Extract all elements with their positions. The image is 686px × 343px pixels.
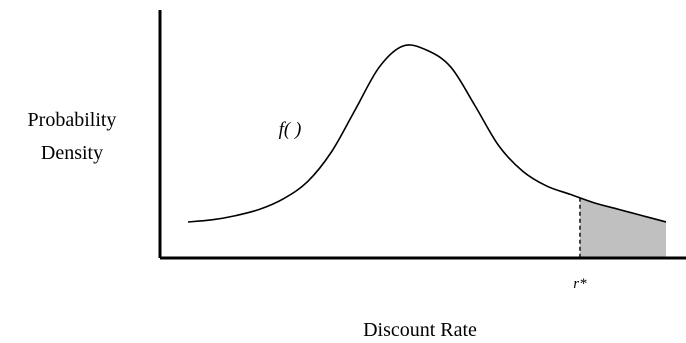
y-axis-label-line-2: Density <box>41 142 103 164</box>
x-axis-label: Discount Rate <box>363 319 477 341</box>
tail-probability-area <box>579 197 666 258</box>
y-axis-label-line-1: Probability <box>28 109 117 131</box>
density-curve <box>187 44 667 223</box>
threshold-label: r* <box>573 276 587 292</box>
curve-label: f( ) <box>279 119 302 140</box>
